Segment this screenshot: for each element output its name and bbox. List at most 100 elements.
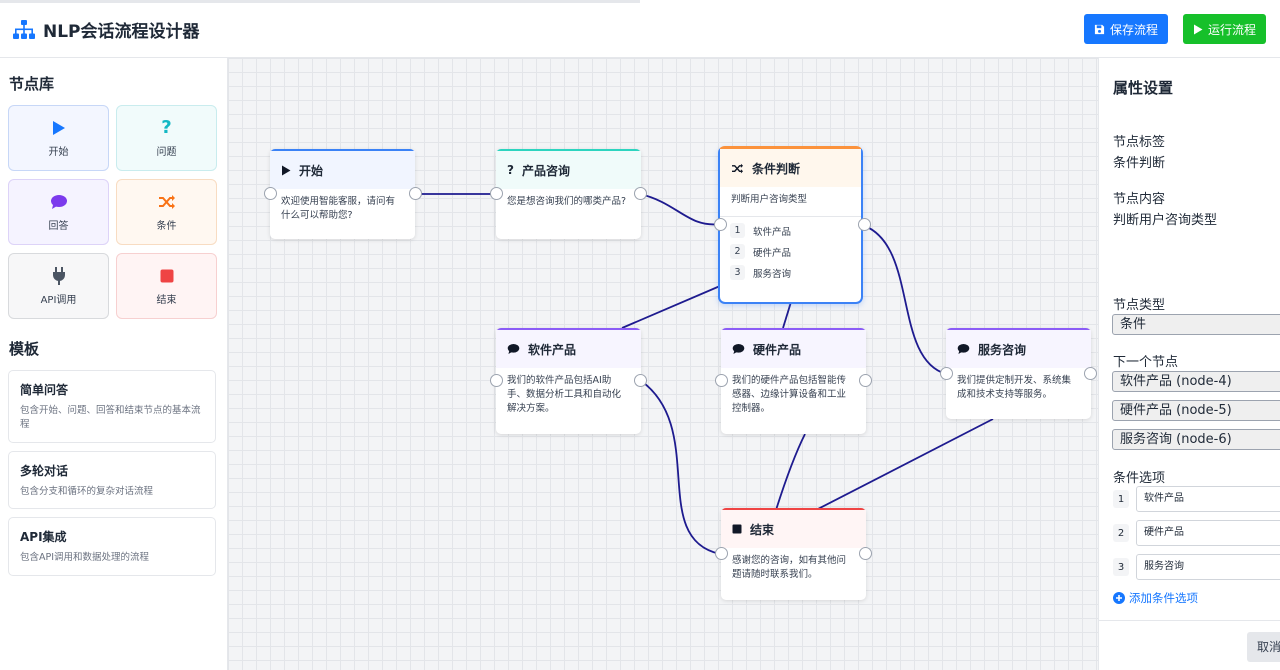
template-simple-qa[interactable]: 简单问答 包含开始、问题、回答和结束节点的基本流程 (8, 370, 216, 443)
shuffle-icon (158, 194, 175, 209)
option-number: 2 (1113, 524, 1129, 542)
node-output-port[interactable] (634, 187, 647, 200)
templates-title: 模板 (9, 340, 40, 358)
edge-condition-hardware[interactable] (782, 301, 792, 329)
play-icon (1194, 24, 1203, 34)
node-title: 产品咨询 (521, 163, 570, 178)
library-node-condition[interactable]: 条件 (116, 179, 217, 245)
app-title: NLP会话流程设计器 (43, 22, 200, 42)
library-node-answer[interactable]: 回答 (8, 179, 109, 245)
next-node-select[interactable]: 软件产品 (node-4) (1112, 371, 1280, 392)
node-input-port[interactable] (714, 218, 727, 231)
play-icon (282, 165, 291, 175)
template-title: API集成 (20, 530, 67, 544)
edge-hardware-end[interactable] (775, 433, 806, 511)
next-node-select[interactable]: 服务咨询 (node-6) (1112, 429, 1280, 450)
node-content-value[interactable]: 判断用户咨询类型 (1113, 213, 1218, 228)
add-condition-option-label: 添加条件选项 (1129, 591, 1198, 605)
stop-icon (160, 269, 173, 282)
node-output-port[interactable] (859, 374, 872, 387)
node-body: 您是想咨询我们的哪类产品? (507, 196, 627, 207)
condition-option: 1 软件产品 (720, 220, 861, 241)
node-input-port[interactable] (264, 187, 277, 200)
flow-node-service[interactable]: 服务咨询 我们提供定制开发、系统集成和技术支持等服务。 (946, 328, 1091, 419)
library-node-api[interactable]: API调用 (8, 253, 109, 319)
library-node-label: API调用 (40, 294, 77, 306)
edge-condition-software[interactable] (621, 285, 721, 329)
library-node-end[interactable]: 结束 (116, 253, 217, 319)
option-number: 1 (1113, 490, 1129, 508)
node-input-port[interactable] (940, 367, 953, 380)
option-number: 1 (730, 223, 745, 238)
flow-canvas[interactable]: 开始 欢迎使用智能客服，请问有什么可以帮助您? ? 产品咨询 您是想咨询我们的哪… (228, 58, 1098, 670)
save-flow-button[interactable]: 保存流程 (1084, 14, 1168, 44)
condition-option-input[interactable]: 软件产品 (1136, 486, 1280, 512)
library-node-start[interactable]: 开始 (8, 105, 109, 171)
template-desc: 包含开始、问题、回答和结束节点的基本流程 (20, 405, 201, 430)
edge-question-condition[interactable] (639, 193, 721, 226)
node-input-port[interactable] (490, 187, 503, 200)
option-number: 2 (730, 244, 745, 259)
library-node-label: 问题 (156, 146, 177, 158)
option-number: 3 (730, 265, 745, 280)
node-input-port[interactable] (715, 547, 728, 560)
node-input-port[interactable] (715, 374, 728, 387)
node-library-title: 节点库 (9, 75, 55, 93)
run-flow-label: 运行流程 (1208, 22, 1257, 37)
node-title: 开始 (299, 163, 324, 178)
edge-service-end[interactable] (815, 418, 994, 511)
template-api-integration[interactable]: API集成 包含API调用和数据处理的流程 (8, 517, 216, 576)
condition-options-label: 条件选项 (1113, 471, 1166, 486)
node-body: 我们的硬件产品包括智能传感器、边缘计算设备和工业控制器。 (732, 375, 847, 414)
condition-option-input[interactable]: 服务咨询 (1136, 554, 1280, 580)
flow-node-question[interactable]: ? 产品咨询 您是想咨询我们的哪类产品? (496, 149, 641, 239)
node-output-port[interactable] (1084, 367, 1097, 380)
flow-node-end[interactable]: 结束 感谢您的咨询，如有其他问题请随时联系我们。 (721, 508, 866, 600)
node-output-port[interactable] (409, 187, 422, 200)
option-label: 软件产品 (753, 226, 792, 238)
library-node-question[interactable]: ? 问题 (116, 105, 217, 171)
top-progress-line (0, 0, 640, 3)
chat-icon (50, 194, 67, 209)
flow-node-start[interactable]: 开始 欢迎使用智能客服，请问有什么可以帮助您? (270, 149, 415, 239)
left-sidebar: 节点库 开始 ? 问题 回答 条件 API调用 结束 模板 简单问答 包含开始、… (0, 58, 228, 670)
flow-node-software[interactable]: 软件产品 我们的软件产品包括AI助手、数据分析工具和自动化解决方案。 (496, 328, 641, 434)
node-label-label: 节点标签 (1113, 135, 1166, 150)
edge-software-end[interactable] (639, 379, 721, 555)
node-content-label: 节点内容 (1113, 192, 1166, 207)
node-input-port[interactable] (490, 374, 503, 387)
option-label: 硬件产品 (753, 247, 792, 259)
flow-node-hardware[interactable]: 硬件产品 我们的硬件产品包括智能传感器、边缘计算设备和工业控制器。 (721, 328, 866, 434)
app-header: NLP会话流程设计器 保存流程 运行流程 (0, 0, 1280, 58)
node-type-select[interactable]: 条件 (1112, 314, 1280, 335)
template-multi-turn[interactable]: 多轮对话 包含分支和循环的复杂对话流程 (8, 451, 216, 509)
node-body: 欢迎使用智能客服，请问有什么可以帮助您? (281, 196, 396, 221)
sitemap-icon (13, 20, 35, 39)
plus-circle-icon (1113, 592, 1125, 604)
cancel-button[interactable]: 取消 (1247, 632, 1280, 662)
library-node-label: 结束 (156, 294, 177, 306)
node-label-value[interactable]: 条件判断 (1113, 156, 1166, 171)
template-title: 多轮对话 (20, 464, 69, 478)
node-body: 我们的软件产品包括AI助手、数据分析工具和自动化解决方案。 (507, 375, 622, 414)
node-output-port[interactable] (858, 218, 871, 231)
edge-condition-service[interactable] (864, 225, 947, 375)
node-title: 结束 (750, 522, 775, 537)
template-title: 简单问答 (20, 383, 69, 397)
node-output-port[interactable] (859, 547, 872, 560)
add-condition-option-button[interactable]: 添加条件选项 (1113, 590, 1198, 606)
question-icon: ? (507, 163, 514, 177)
node-output-port[interactable] (634, 374, 647, 387)
run-flow-button[interactable]: 运行流程 (1183, 14, 1266, 44)
next-node-select[interactable]: 硬件产品 (node-5) (1112, 400, 1280, 421)
library-node-label: 回答 (48, 220, 69, 232)
save-flow-label: 保存流程 (1110, 22, 1159, 37)
shuffle-icon (732, 163, 743, 173)
chat-icon (957, 343, 970, 355)
condition-option-input[interactable]: 硬件产品 (1136, 520, 1280, 546)
chat-icon (507, 343, 520, 355)
option-number: 3 (1113, 558, 1129, 576)
